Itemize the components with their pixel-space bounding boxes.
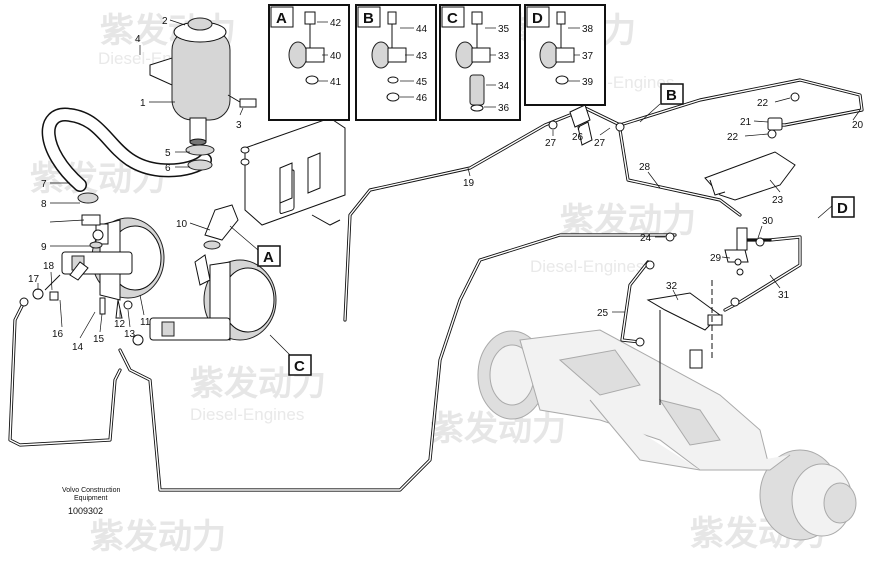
detail-b-label-3: 45 [416,77,428,88]
part-label: 27 [545,138,557,149]
detail-box-d: D 38 37 39 [524,4,606,106]
part-label: 3 [236,120,242,131]
part-label: 19 [463,178,475,189]
part-label: 18 [43,261,55,272]
axle-assembly [477,310,857,541]
detail-a-label-1: 42 [330,18,342,29]
detail-c-label-4: 36 [498,103,510,114]
part-number-labels: 1 2 3 4 5 6 7 8 9 10 11 12 13 14 15 16 1… [28,16,864,353]
watermark-cn: 紫发动力 [430,410,566,448]
detail-d-label-3: 39 [582,77,594,88]
part-label: 12 [114,319,126,330]
part-label: 24 [640,233,652,244]
fittings-left [19,214,133,319]
brake-cylinder-right [132,204,277,346]
part-label: 5 [165,148,171,159]
detail-a-label-2: 40 [330,51,342,62]
part-label: 25 [597,308,609,319]
manufacturer-line-2: Equipment [74,495,108,502]
part-label: 32 [666,281,678,292]
part-label: 13 [124,329,136,340]
detail-key-a: A [276,10,287,27]
part-label: 30 [762,216,774,227]
part-label: 2 [162,16,168,27]
detail-key-d: D [532,10,543,27]
detail-c-label-3: 34 [498,81,510,92]
manufacturer-line-1: Volvo Construction [62,487,120,494]
view-callout-d-label: D [837,200,848,217]
brake-cylinder-left [32,217,165,301]
detail-d-label-1: 38 [582,24,594,35]
fittings-right [548,92,800,369]
view-callout-d: D [831,196,855,218]
part-label: 23 [772,195,784,206]
view-callout-b: B [660,83,684,105]
watermark-layer: 紫发动力 Diesel-Engines 紫发动力 Diesel-Engines … [30,12,826,556]
part-label: 28 [639,162,651,173]
part-label: 8 [41,199,47,210]
part-label: 22 [757,98,769,109]
part-label: 11 [140,317,151,328]
part-label: 14 [72,342,84,353]
detail-box-a: A 42 40 41 [268,4,350,121]
part-label: 10 [176,219,188,230]
detail-d-label-2: 37 [582,51,594,62]
detail-c-label-2: 33 [498,51,510,62]
brake-fluid-reservoir [149,17,257,146]
part-label: 20 [852,120,864,131]
watermark-en: Diesel-Engines [530,257,644,276]
view-callout-a-label: A [263,249,274,266]
part-label: 15 [93,334,105,345]
detail-a-label-3: 41 [330,77,342,88]
part-label: 26 [572,132,584,143]
part-label: 6 [165,163,171,174]
detail-box-c: C 35 33 34 36 [439,4,521,121]
detail-box-b: B 44 43 45 46 [355,4,437,121]
part-label: 31 [778,290,790,301]
view-callout-a: A [257,245,281,267]
view-callout-c-label: C [294,358,305,375]
brake-hose [41,107,215,204]
detail-key-b: B [363,10,374,27]
drawing-footer: Volvo Construction Equipment 1009302 [62,487,120,516]
detail-b-label-1: 44 [416,24,428,35]
part-label: 21 [740,117,752,128]
part-label: 29 [710,253,722,264]
drawing-number: 1009302 [68,506,103,516]
part-label: 4 [135,34,141,45]
watermark-cn: 紫发动力 [90,518,226,556]
detail-key-c: C [447,10,458,27]
detail-b-label-2: 43 [416,51,428,62]
part-label: 22 [727,132,739,143]
part-label: 17 [28,274,40,285]
watermark-en: Diesel-Engines [190,405,304,424]
view-callout-c: C [288,354,312,376]
part-label: 9 [41,242,47,253]
part-label: 1 [140,98,146,109]
mounting-bracket [240,117,346,226]
part-label: 7 [41,179,47,190]
part-label: 27 [594,138,606,149]
detail-c-label-1: 35 [498,24,510,35]
detail-b-label-4: 46 [416,93,428,104]
view-callout-b-label: B [666,87,677,104]
leader-lines [37,19,861,356]
part-label: 16 [52,329,64,340]
